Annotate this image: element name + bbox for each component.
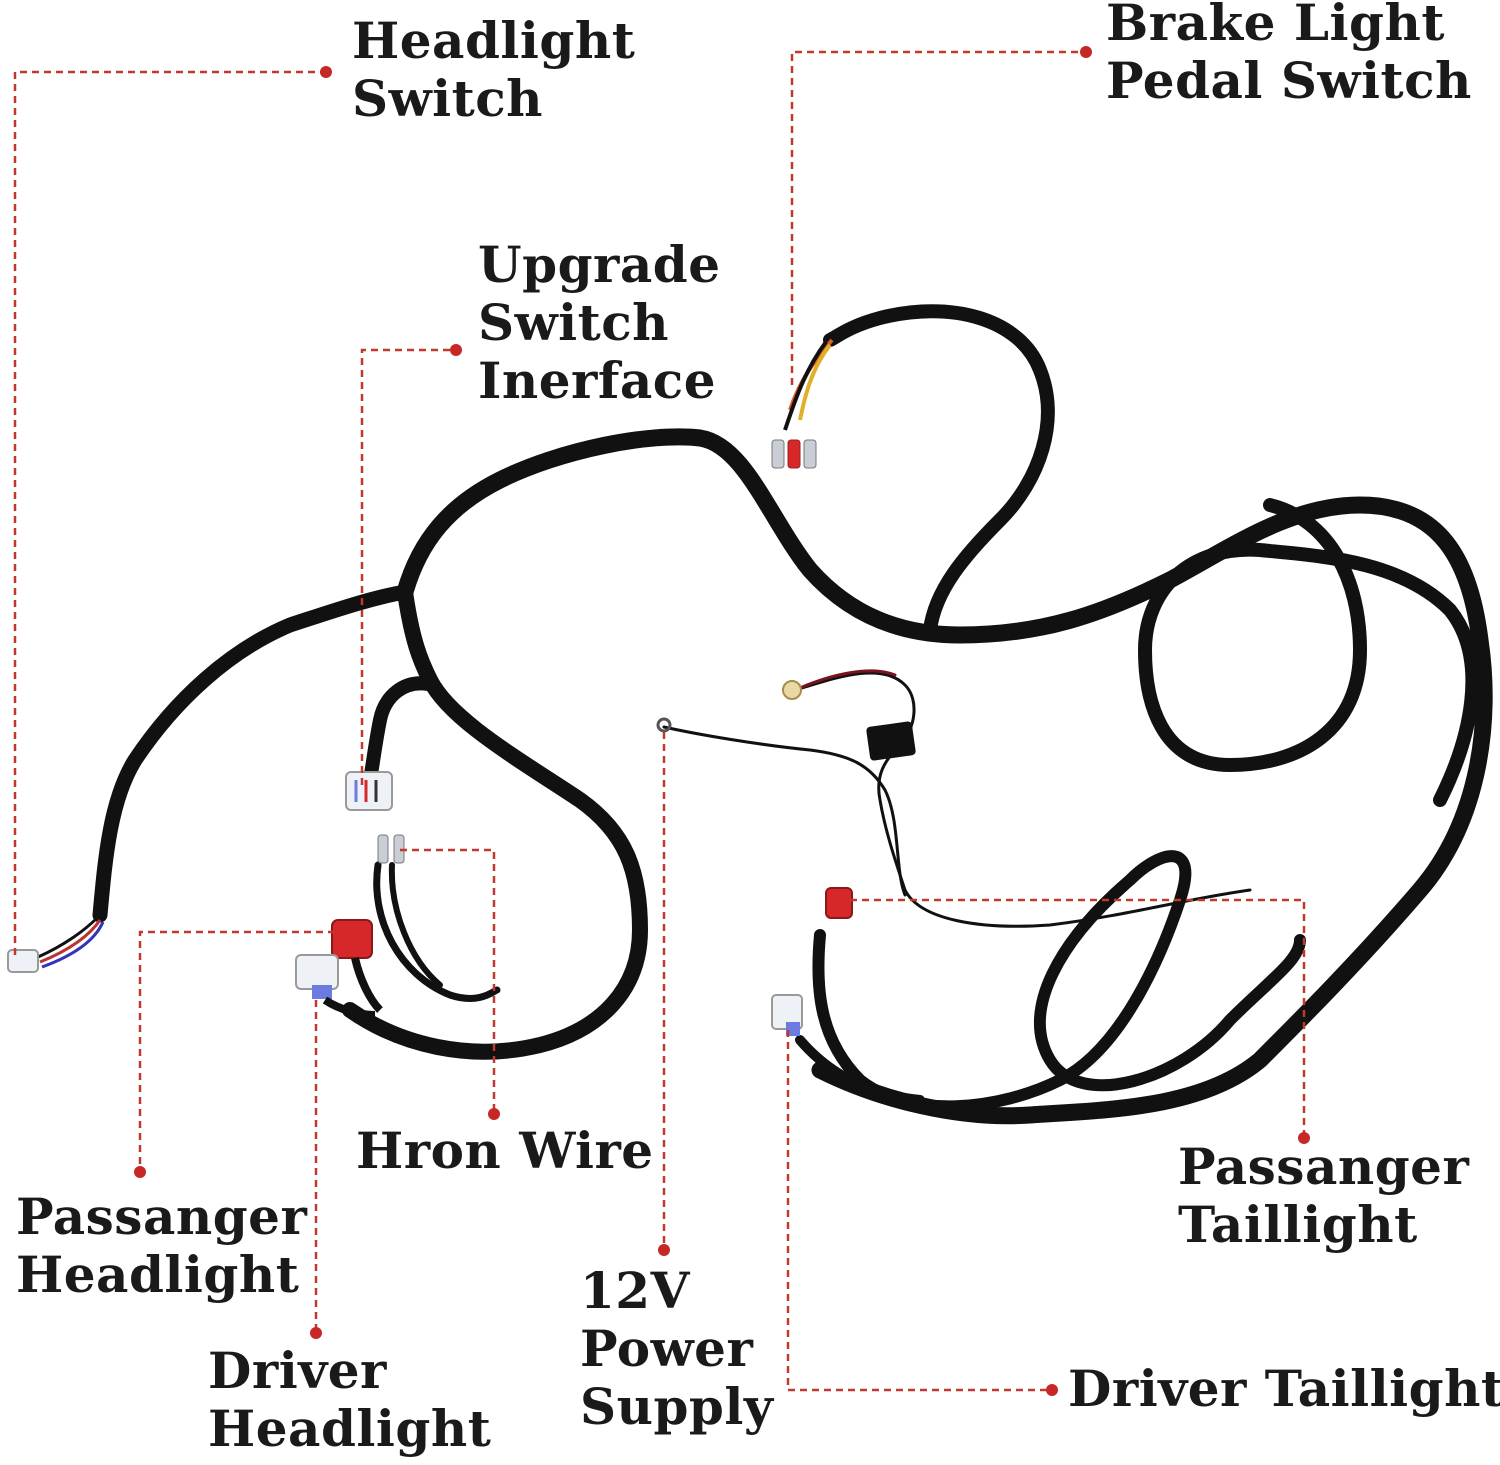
- harness-coil: [1138, 498, 1480, 807]
- brake-switch-connector: [771, 338, 834, 469]
- label-upgrade-switch-interface: Upgrade Switch Inerface: [478, 236, 721, 410]
- power-supply-wires: [662, 669, 1252, 928]
- label-passanger-headlight-line-1: Passanger: [16, 1187, 308, 1246]
- main-harness: [92, 304, 1493, 1125]
- label-brake-light-pedal-switch: Brake Light Pedal Switch: [1106, 0, 1472, 110]
- label-power-supply: 12V Power Supply: [580, 1262, 773, 1436]
- label-power-supply-line-1: 12V: [580, 1261, 690, 1320]
- horn-wire-terminals: [377, 834, 405, 864]
- label-passanger-headlight-line-2: Headlight: [16, 1245, 300, 1304]
- upgrade-switch-connector: [345, 771, 393, 811]
- callout-dot-power-supply: [658, 1244, 670, 1256]
- label-headlight-switch: Headlight Switch: [352, 12, 635, 128]
- label-power-supply-line-2: Power: [580, 1319, 754, 1378]
- harness-headlight-switch-branch: [92, 584, 413, 923]
- callout-line-hron-wire: [400, 848, 496, 1114]
- label-hron-wire: Hron Wire: [356, 1122, 654, 1180]
- label-upgrade-line-1: Upgrade: [478, 235, 721, 294]
- callout-line-headlight-switch: [13, 70, 326, 955]
- callout-line-passanger-headlight: [138, 930, 335, 1172]
- label-brake-line-2: Pedal Switch: [1106, 51, 1472, 110]
- harness-trunk: [396, 428, 1493, 1125]
- callout-dot-brake-switch: [1080, 46, 1092, 58]
- label-brake-line-1: Brake Light: [1106, 0, 1445, 52]
- label-passanger-taillight-line-1: Passanger: [1178, 1137, 1470, 1196]
- harness-upgrade-branch: [342, 584, 648, 1060]
- callout-dot-driver-headlight: [310, 1327, 322, 1339]
- power-ground-wire: [662, 725, 907, 897]
- harness-horn-loop: [373, 861, 501, 1002]
- driver-headlight-connector: [295, 954, 376, 1019]
- connectors: [7, 338, 916, 1036]
- label-passanger-taillight: Passanger Taillight: [1178, 1138, 1469, 1254]
- harness-horn-loop-2: [388, 862, 443, 988]
- harness-driver-taillight-lead: [795, 1035, 925, 1105]
- power-fuse-wire: [793, 671, 1252, 928]
- callout-dot-driver-taillight: [1046, 1384, 1058, 1396]
- label-passanger-taillight-line-2: Taillight: [1178, 1195, 1418, 1254]
- power-fuse-wire-red: [798, 669, 897, 690]
- power-supply-hardware: [656, 680, 916, 761]
- label-headlight-switch-line-2: Switch: [352, 69, 544, 128]
- label-hron-wire-line-1: Hron Wire: [356, 1121, 654, 1180]
- label-upgrade-line-3: Inerface: [478, 351, 717, 410]
- callout-dot-passanger-taillight: [1298, 1132, 1310, 1144]
- label-driver-taillight: Driver Taillight: [1068, 1360, 1500, 1418]
- callout-line-upgrade-switch: [360, 348, 456, 785]
- label-driver-headlight: Driver Headlight: [208, 1342, 491, 1458]
- label-driver-taillight-line-1: Driver Taillight: [1068, 1359, 1500, 1418]
- harness-upper-loop: [823, 304, 1055, 637]
- harness-upgrade-stub: [363, 676, 435, 787]
- callout-line-driver-taillight: [786, 1030, 1052, 1392]
- passanger-taillight-connector: [825, 887, 853, 919]
- callout-dot-upgrade-switch: [450, 344, 462, 356]
- callout-dot-passanger-headlight: [134, 1166, 146, 1178]
- label-driver-headlight-line-2: Headlight: [208, 1399, 492, 1458]
- driver-taillight-connector: [771, 994, 803, 1036]
- label-power-supply-line-3: Supply: [580, 1377, 774, 1436]
- callout-dots: [134, 46, 1310, 1396]
- headlight-switch-connector: [7, 916, 105, 973]
- callout-dot-headlight-switch: [320, 66, 332, 78]
- passanger-headlight-connector: [331, 919, 383, 1013]
- callout-dot-hron-wire: [488, 1108, 500, 1120]
- label-headlight-switch-line-1: Headlight: [352, 11, 636, 70]
- callout-lines: [13, 50, 1306, 1392]
- label-upgrade-line-2: Switch: [478, 293, 670, 352]
- callout-line-passanger-taillight: [850, 898, 1306, 1138]
- callout-line-brake-switch: [790, 50, 1086, 385]
- label-driver-headlight-line-1: Driver: [208, 1341, 387, 1400]
- label-passanger-headlight: Passanger Headlight: [16, 1188, 307, 1304]
